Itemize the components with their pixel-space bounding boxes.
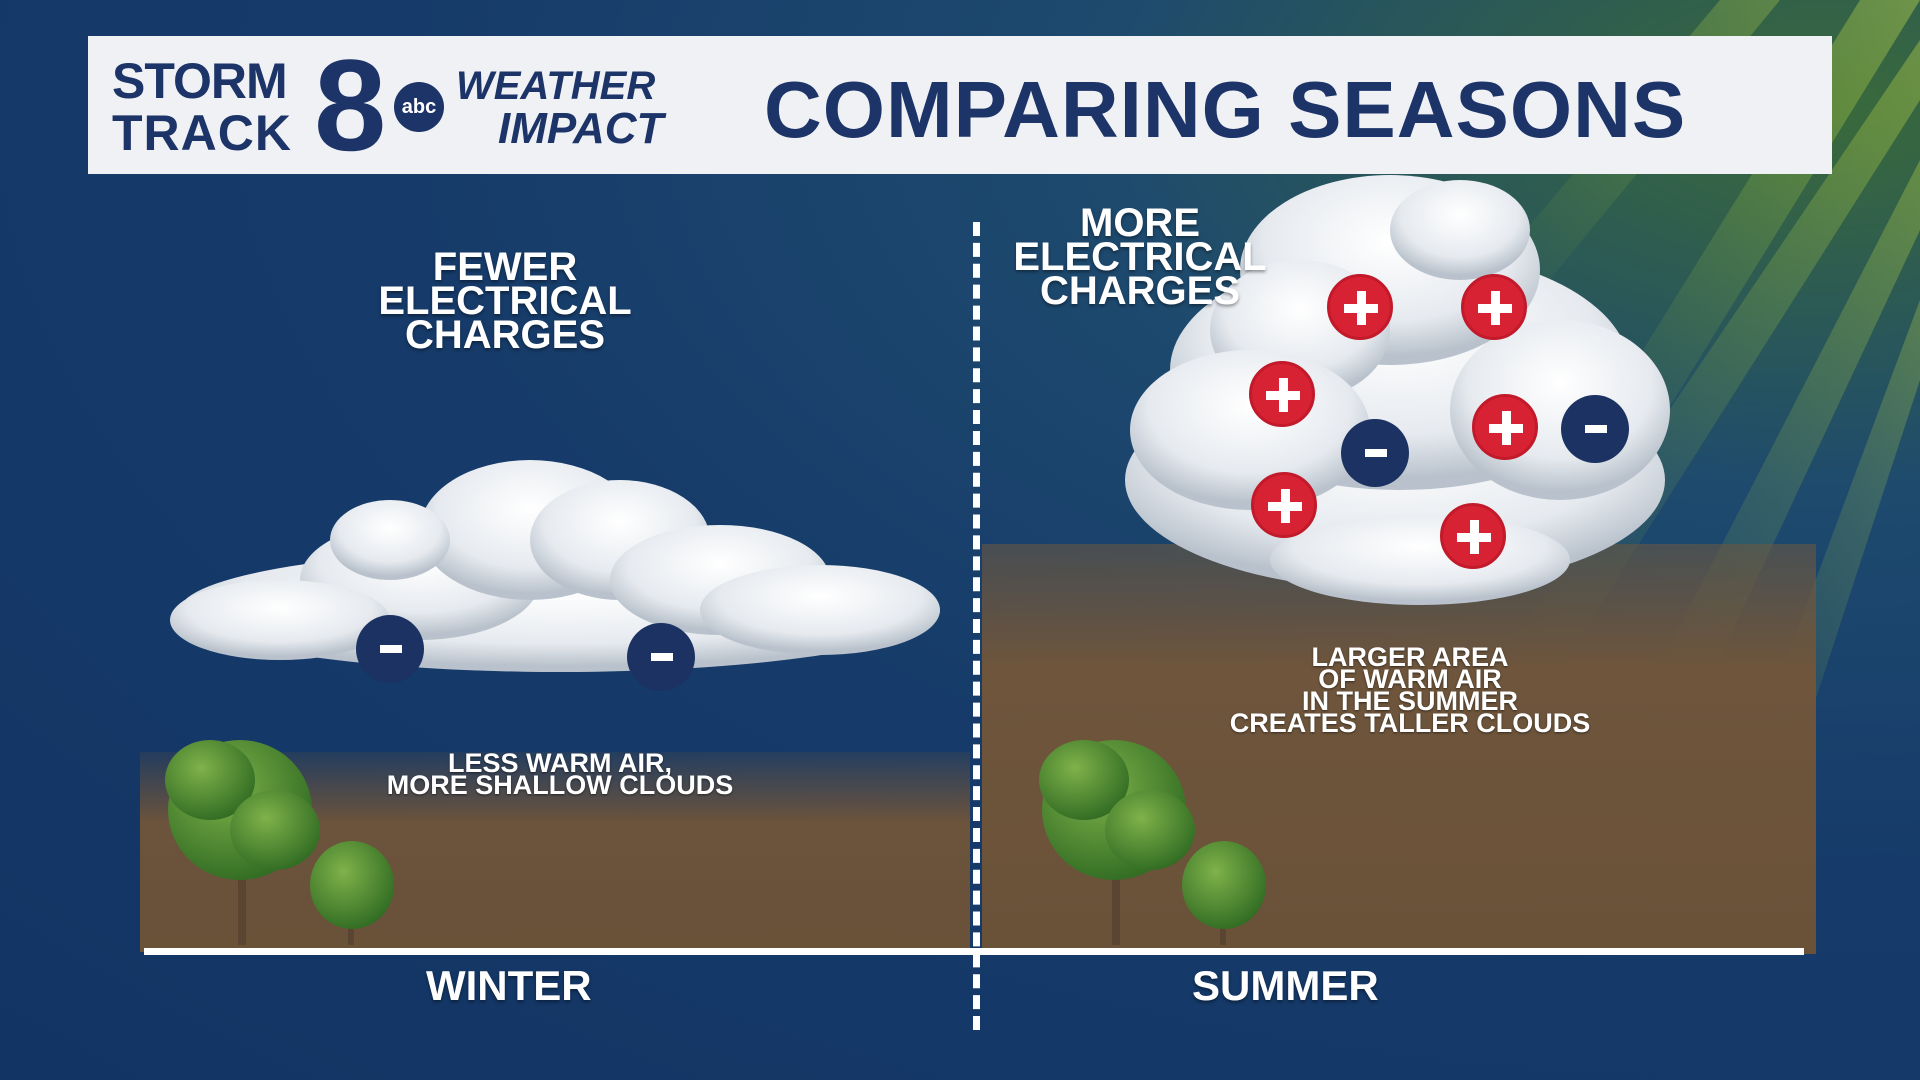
ground-line — [144, 948, 1804, 955]
summer-air-label: LARGER AREA OF WARM AIR IN THE SUMMER CR… — [1229, 642, 1591, 738]
winter-charges-label: FEWER ELECTRICAL CHARGES — [378, 245, 632, 357]
positive-charge-icon — [1461, 274, 1527, 340]
negative-charge-icon — [627, 623, 695, 691]
positive-charge-icon — [1249, 361, 1315, 427]
logo-impact-text: IMPACT — [498, 104, 664, 153]
summer-charges-label: MORE ELECTRICAL CHARGES — [1013, 201, 1267, 313]
positive-charge-icon — [1472, 394, 1538, 460]
negative-charge-icon — [1561, 395, 1629, 463]
page-title: COMPARING SEASONS — [764, 65, 1687, 154]
summer-trees — [1039, 740, 1266, 945]
positive-charge-icon — [1440, 503, 1506, 569]
logo-weather-text: WEATHER — [456, 64, 656, 108]
winter-air-label: LESS WARM AIR, MORE SHALLOW CLOUDS — [386, 748, 734, 800]
negative-charge-icon — [356, 615, 424, 683]
negative-charge-icon — [1341, 419, 1409, 487]
logo-storm-text: STORM — [112, 53, 288, 109]
logo-number: 8 — [314, 32, 387, 178]
header-bar: STORM TRACK 8 abc WEATHER IMPACT COMPARI… — [88, 36, 1832, 174]
positive-charge-icon — [1251, 472, 1317, 538]
winter-shallow-cloud — [170, 460, 940, 672]
abc-logo-badge: abc — [394, 82, 444, 132]
winter-season-label: WINTER — [426, 962, 592, 1009]
logo-track-text: TRACK — [112, 105, 292, 161]
season-divider — [973, 222, 980, 1030]
winter-trees — [165, 740, 394, 945]
summer-season-label: SUMMER — [1192, 962, 1379, 1009]
positive-charge-icon — [1327, 274, 1393, 340]
